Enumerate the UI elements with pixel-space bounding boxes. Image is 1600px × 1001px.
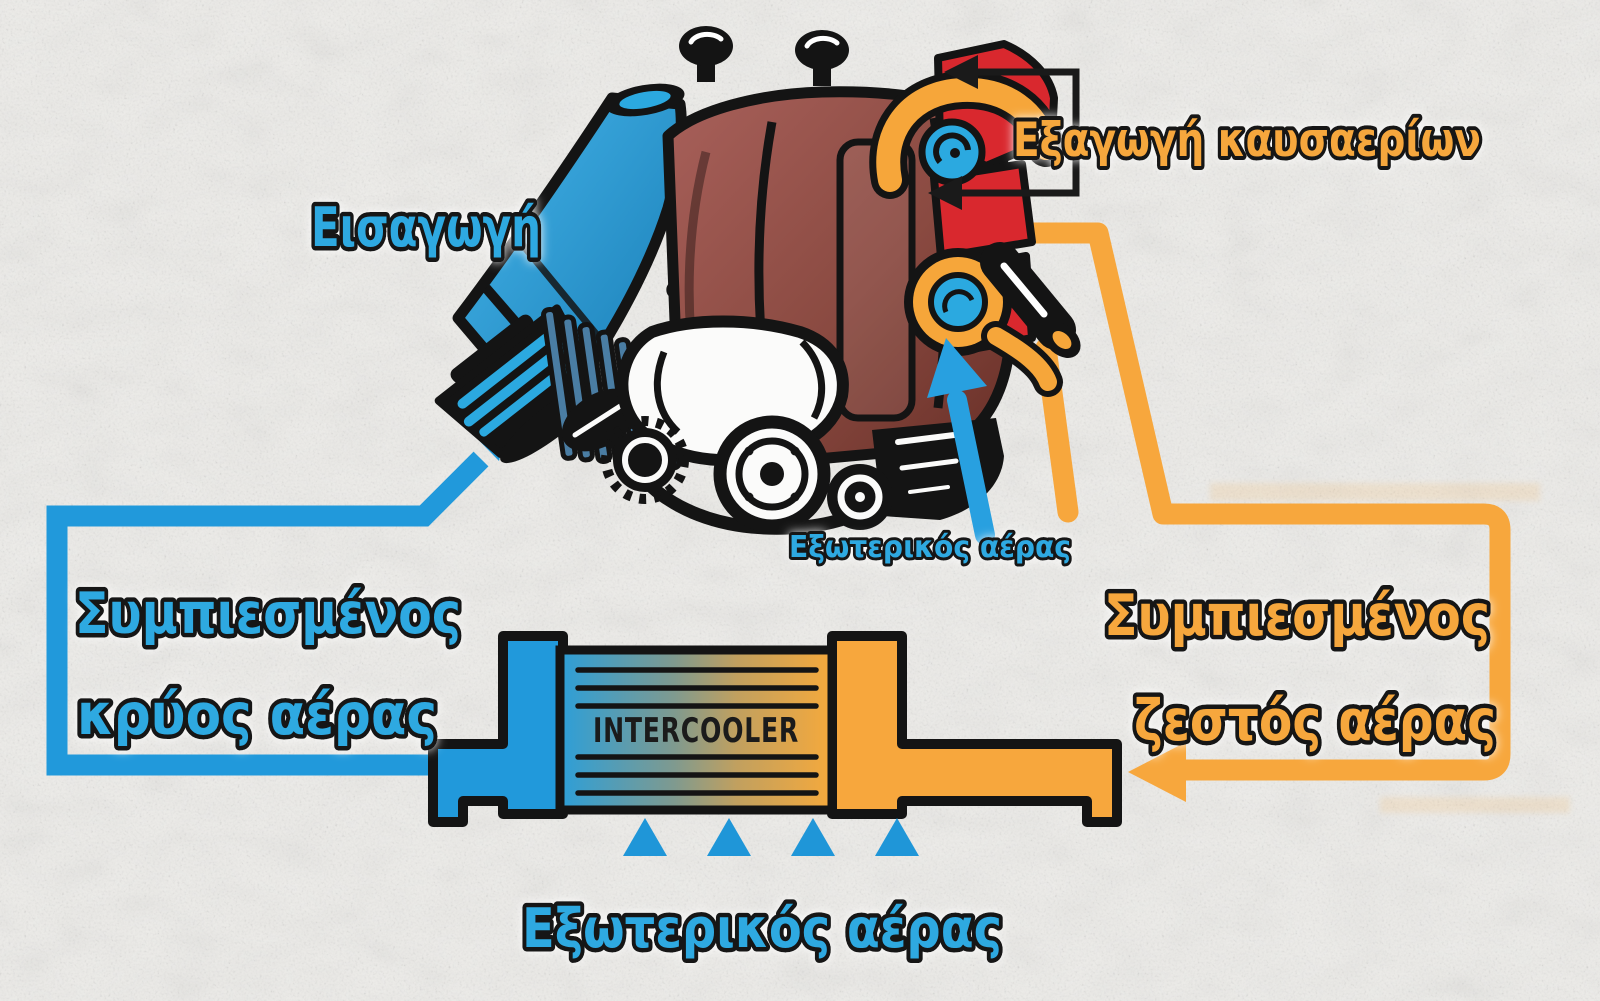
up-arrowhead-icon bbox=[791, 818, 835, 856]
left-arrowhead-icon bbox=[928, 176, 962, 210]
exhaust-extraction-label: Εξαγωγή καυσαερίων bbox=[1013, 113, 1481, 168]
hot-air-arrowhead-icon bbox=[1128, 742, 1186, 802]
external-air-bottom-label: Εξωτερικός αέρας bbox=[522, 897, 1002, 960]
ambient-air-arrows bbox=[623, 818, 919, 908]
intercooler-fins bbox=[575, 667, 819, 796]
engine-illustration bbox=[434, 26, 1081, 535]
intake-label: Εισαγωγή bbox=[311, 196, 541, 259]
oil-cap-icon bbox=[795, 30, 849, 86]
labels: Εισαγωγή Εξαγωγή καυσαερίων Εξωτερικός α… bbox=[71, 109, 1501, 965]
left-arrowhead-icon bbox=[944, 55, 978, 89]
watermark-smudge-2 bbox=[1380, 797, 1570, 813]
up-arrowhead-icon bbox=[875, 818, 919, 856]
intercooler-left-tank bbox=[428, 631, 568, 827]
intercooler-core bbox=[555, 645, 837, 815]
gear-icon bbox=[601, 416, 689, 504]
external-air-intake-label: Εξωτερικός αέρας bbox=[789, 530, 1071, 565]
up-arrowhead-icon bbox=[927, 338, 987, 398]
compressor-intake-arrow bbox=[927, 338, 995, 545]
cold-air-pipe bbox=[46, 451, 489, 776]
compressed-hot-air-label-line1: Συμπιεσμένος bbox=[1104, 583, 1490, 649]
turbine-swirl-icon bbox=[928, 272, 988, 332]
intercooler-right-tank bbox=[827, 631, 1122, 827]
intercooler: INTERCOOLER bbox=[428, 631, 1122, 827]
turbo-outlet-pipe bbox=[980, 242, 1081, 358]
oil-cap-icon bbox=[679, 26, 733, 82]
watermark-smudge-1 bbox=[1210, 483, 1540, 501]
compressed-cold-air-label-line1: Συμπιεσμένος bbox=[75, 581, 461, 647]
turbocharger bbox=[869, 70, 1081, 397]
up-arrowhead-icon bbox=[707, 818, 751, 856]
compressed-cold-air-label-line2: κρύος αέρας bbox=[77, 682, 437, 748]
intercooler-label: INTERCOOLER bbox=[593, 711, 799, 751]
compressed-hot-air-label-line2: ζεστός αέρας bbox=[1134, 688, 1496, 754]
hot-air-pipe bbox=[990, 222, 1511, 781]
exhaust-bracket-arrows bbox=[928, 55, 1080, 210]
oil-filler-caps bbox=[679, 26, 849, 86]
up-arrowhead-icon bbox=[623, 818, 667, 856]
